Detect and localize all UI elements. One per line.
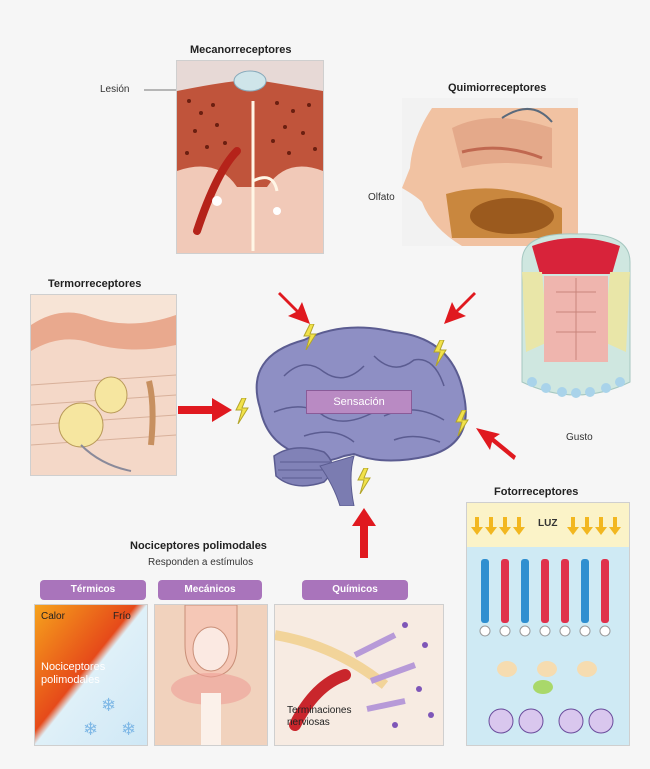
svg-text:❄: ❄ [121,719,136,740]
chemoreceptors-tongue-image [512,232,640,408]
mechanoreceptors-image [176,60,324,254]
thermoreceptors-title: Termorreceptores [48,278,141,290]
signal-bolt-icon [232,398,252,424]
finger-pressure-illustration [155,605,267,745]
nasal-cavity-illustration [402,98,578,246]
tongue-illustration [512,232,640,408]
sensation-label: Sensación [306,390,412,414]
signal-bolt-icon [354,468,374,494]
light-label: LUZ [538,518,557,529]
taste-label: Gusto [566,432,593,443]
thermal-nociceptor-image: ❄❄❄ Calor Frío Nociceptores polimodales [34,604,148,746]
smell-label: Olfato [368,192,395,203]
stimulus-arrow-icon [352,508,376,558]
nociceptor-label: Nociceptores polimodales [41,661,141,687]
chemoreceptors-title: Quimiorreceptores [448,82,546,94]
stimulus-arrow-icon [276,288,316,328]
nociceptors-title: Nociceptores polimodales [130,540,267,552]
stimulus-arrow-icon [474,424,516,464]
heat-label: Calor [41,611,65,622]
svg-text:❄: ❄ [83,719,98,740]
stimulus-arrow-icon [178,398,232,422]
lesion-label: Lesión [100,84,129,95]
nociceptors-subtitle: Responden a estímulos [148,557,253,568]
category-pill-thermal: Térmicos [40,580,146,600]
nerve-endings-label: Terminaciones nerviosas [287,705,387,729]
chemoreceptors-nose-image [402,98,578,246]
retina-illustration [467,503,629,745]
skin-thermoreceptor-illustration [31,295,176,475]
signal-bolt-icon [430,340,450,366]
cold-label: Frío [113,611,131,622]
lesion-pointer-line [144,88,178,92]
photoreceptors-image [466,502,630,746]
category-pill-chemical: Químicos [302,580,408,600]
chemical-nociceptor-image: Terminaciones nerviosas [274,604,444,746]
mechanoreceptors-title: Mecanorreceptores [190,44,292,56]
svg-text:❄: ❄ [101,695,116,716]
skin-section-illustration [177,61,323,253]
photoreceptors-title: Fotorreceptores [494,486,578,498]
category-pill-mechanical: Mecánicos [158,580,262,600]
signal-bolt-icon [452,410,472,436]
stimulus-arrow-icon [438,288,478,328]
mechanical-nociceptor-image [154,604,268,746]
thermoreceptors-image [30,294,177,476]
